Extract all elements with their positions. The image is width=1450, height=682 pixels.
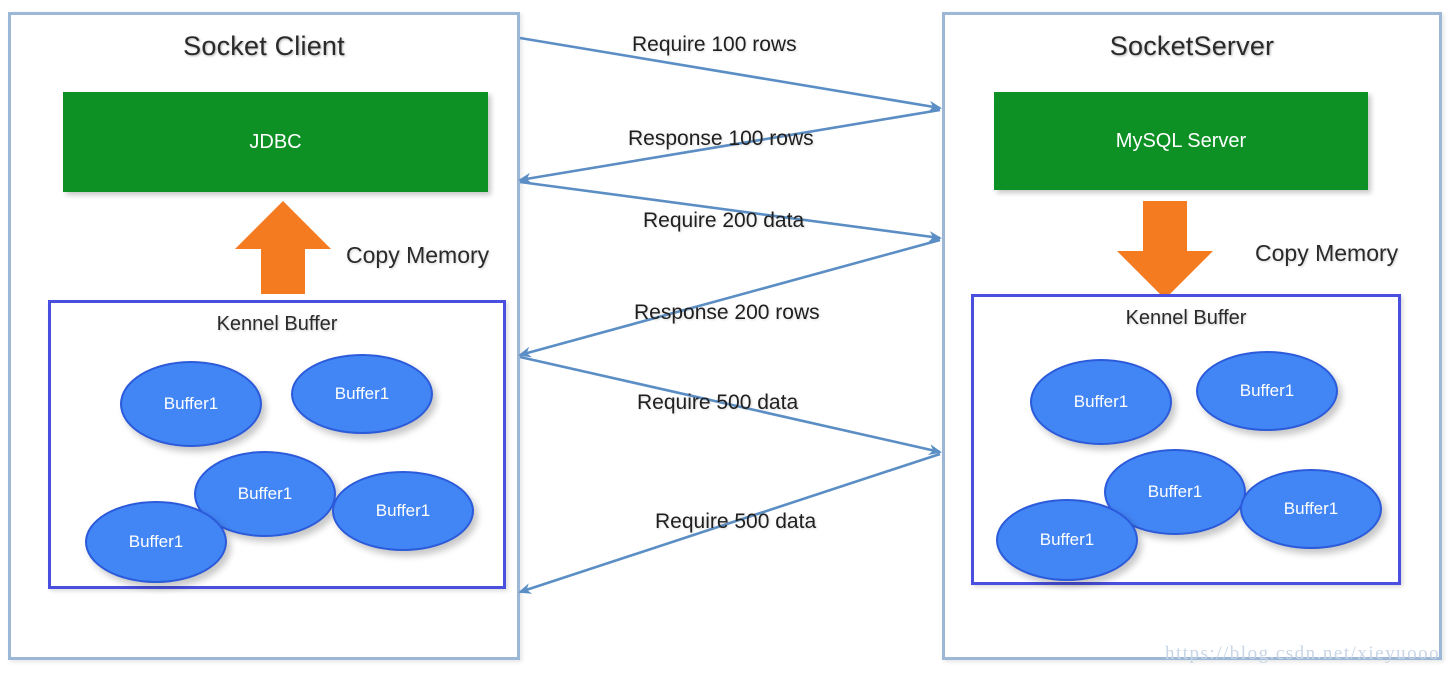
socket-server-panel: SocketServer MySQL Server Copy Memory Ke… bbox=[942, 12, 1442, 660]
message-arrow-label: Require 100 rows bbox=[632, 33, 797, 56]
buffer-ellipse: Buffer1 bbox=[1196, 351, 1338, 431]
watermark-text: https://blog.csdn.net/xieyuooo bbox=[1165, 643, 1441, 664]
buffer-ellipse-label: Buffer1 bbox=[375, 501, 431, 520]
buffer-ellipse-label: Buffer1 bbox=[1283, 499, 1339, 518]
copy-memory-label-client: Copy Memory bbox=[346, 242, 490, 268]
kernel-buffer-title-server: Kennel Buffer bbox=[1125, 307, 1247, 329]
buffer-ellipse-label: Buffer1 bbox=[128, 532, 184, 551]
buffer-ellipse: Buffer1 bbox=[120, 361, 262, 447]
message-arrow-label: Response 200 rows bbox=[634, 301, 820, 324]
buffer-ellipse: Buffer1 bbox=[1030, 359, 1172, 445]
buffer-ellipse-label: Buffer1 bbox=[1239, 381, 1295, 400]
jdbc-box: JDBC bbox=[63, 92, 488, 192]
up-arrow-icon bbox=[235, 201, 331, 294]
copy-memory-label-server: Copy Memory bbox=[1255, 240, 1399, 266]
buffer-ellipse: Buffer1 bbox=[291, 354, 433, 434]
socket-client-title: Socket Client bbox=[183, 31, 345, 61]
socket-server-title: SocketServer bbox=[1109, 31, 1275, 61]
message-arrow-label: Require 500 data bbox=[655, 510, 817, 533]
kernel-buffer-title-client: Kennel Buffer bbox=[216, 313, 338, 335]
jdbc-label: JDBC bbox=[249, 130, 302, 153]
buffer-ellipse: Buffer1 bbox=[996, 499, 1138, 581]
buffer-ellipse-label: Buffer1 bbox=[163, 394, 219, 413]
buffer-ellipse: Buffer1 bbox=[1240, 469, 1382, 549]
buffer-ellipse-label: Buffer1 bbox=[1147, 482, 1203, 501]
socket-client-panel: Socket Client JDBC Copy Memory Kennel Bu… bbox=[8, 12, 520, 660]
message-arrow bbox=[518, 238, 941, 358]
message-arrow-label: Response 100 rows bbox=[628, 127, 814, 150]
mysql-server-box: MySQL Server bbox=[994, 92, 1368, 190]
buffer-ellipse-label: Buffer1 bbox=[1073, 392, 1129, 411]
message-arrow-label: Require 500 data bbox=[637, 391, 799, 414]
buffer-ellipse-label: Buffer1 bbox=[334, 384, 390, 403]
down-arrow-icon bbox=[1117, 201, 1213, 299]
buffer-ellipse-label: Buffer1 bbox=[237, 484, 293, 503]
mysql-server-label: MySQL Server bbox=[1115, 129, 1247, 152]
buffer-ellipse: Buffer1 bbox=[332, 471, 474, 551]
buffer-ellipse-label: Buffer1 bbox=[1039, 530, 1095, 549]
message-arrow-label: Require 200 data bbox=[643, 209, 805, 232]
buffer-ellipse: Buffer1 bbox=[85, 501, 227, 583]
